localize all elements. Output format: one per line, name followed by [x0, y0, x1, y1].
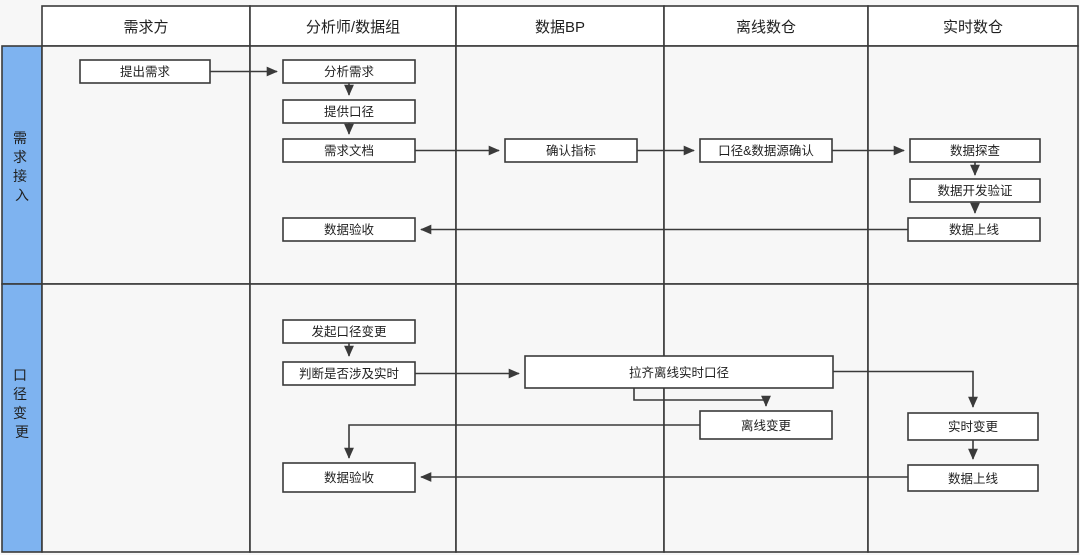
node-n9[interactable]: 数据上线: [907, 217, 1041, 242]
node-box[interactable]: [909, 138, 1041, 163]
node-label: 发起口径变更: [311, 324, 387, 339]
node-label: 判断是否涉及实时: [299, 366, 400, 381]
node-label: 需求文档: [324, 143, 374, 158]
node-box[interactable]: [282, 59, 416, 84]
node-box[interactable]: [909, 178, 1041, 203]
node-box[interactable]: [282, 361, 416, 386]
edge-n14-n17: [344, 424, 700, 459]
node-label: 拉齐离线实时口径: [629, 365, 729, 380]
phase-label-intake: 需 求 接 入: [13, 130, 31, 203]
node-n3[interactable]: 提供口径: [282, 99, 416, 124]
node-box[interactable]: [907, 412, 1039, 441]
phase-column: 需 求 接 入 口 径 变 更: [1, 45, 43, 553]
node-n16[interactable]: 数据上线: [907, 464, 1039, 492]
node-n6[interactable]: 口径&数据源确认: [699, 138, 833, 163]
lane-body-offline-intake: [663, 45, 869, 285]
node-label: 提出需求: [120, 64, 171, 79]
node-n17[interactable]: 数据验收: [282, 462, 416, 493]
node-label: 分析需求: [324, 65, 375, 79]
node-label: 实时变更: [948, 419, 999, 434]
node-box[interactable]: [79, 59, 211, 84]
node-box[interactable]: [282, 217, 416, 242]
lane-header-analyst: [249, 5, 457, 47]
node-label: 提供口径: [324, 104, 374, 119]
node-label: 确认指标: [546, 143, 596, 158]
node-box[interactable]: [282, 462, 416, 493]
connectors-intake: [210, 66, 980, 235]
node-box[interactable]: [907, 464, 1039, 492]
lane-body-bp-change: [455, 283, 665, 553]
lane-body-requester-change: [41, 283, 251, 553]
node-n11[interactable]: 发起口径变更: [282, 319, 416, 344]
node-label: 数据上线: [948, 471, 999, 486]
node-box[interactable]: [504, 138, 638, 163]
node-label: 数据验收: [324, 222, 375, 237]
node-box[interactable]: [907, 217, 1041, 242]
node-n7[interactable]: 数据探查: [909, 138, 1041, 163]
edge-n13-n14: [633, 388, 771, 407]
phase-label-change: 口 径 变 更: [13, 367, 31, 440]
phase-band-change: [1, 283, 43, 553]
node-box[interactable]: [282, 138, 416, 163]
phase-band-intake: [1, 45, 43, 285]
node-n12[interactable]: 判断是否涉及实时: [282, 361, 416, 386]
lane-header-requester: [41, 5, 251, 47]
lane-header-label-bp: 数据BP: [535, 19, 585, 36]
node-n8[interactable]: 数据开发验证: [909, 178, 1041, 203]
node-n4[interactable]: 需求文档: [282, 138, 416, 163]
lane-body-requester-intake: [41, 45, 251, 285]
node-n1[interactable]: 提出需求: [79, 59, 211, 84]
node-label: 数据探查: [950, 143, 1001, 158]
node-box[interactable]: [282, 99, 416, 124]
node-label: 离线变更: [741, 418, 792, 433]
node-box[interactable]: [699, 410, 833, 440]
lane-header-label-requester: 需求方: [123, 19, 168, 36]
node-n13[interactable]: 拉齐离线实时口径: [524, 355, 834, 389]
lane-header-label-realtime: 实时数仓: [943, 19, 1003, 36]
node-n2[interactable]: 分析需求: [282, 59, 416, 84]
lane-header-row: 需求方 分析师/数据组 数据BP 离线数仓 实时数仓: [41, 5, 1079, 47]
lane-header-label-offline: 离线数仓: [736, 19, 796, 36]
node-label: 数据上线: [949, 222, 1000, 237]
edge-n13-n15: [833, 370, 978, 408]
node-box[interactable]: [282, 319, 416, 344]
nodes-intake: 提出需求 分析需求 提供口径 需求文档 确认指标 口径&数据源确认: [79, 59, 1041, 242]
node-label: 数据验收: [324, 470, 375, 485]
lane-body-realtime-intake: [867, 45, 1079, 285]
node-n5[interactable]: 确认指标: [504, 138, 638, 163]
nodes-change: 发起口径变更 判断是否涉及实时 拉齐离线实时口径 离线变更 实时变更 数据上线: [282, 319, 1039, 493]
node-n10[interactable]: 数据验收: [282, 217, 416, 242]
node-box[interactable]: [524, 355, 834, 389]
node-n15[interactable]: 实时变更: [907, 412, 1039, 441]
connectors-change: [344, 343, 978, 482]
node-n14[interactable]: 离线变更: [699, 410, 833, 440]
lane-body-bp-intake: [455, 45, 665, 285]
node-box[interactable]: [699, 138, 833, 163]
node-label: 数据开发验证: [937, 183, 1013, 198]
node-label: 口径&数据源确认: [718, 143, 814, 158]
lane-header-label-analyst: 分析师/数据组: [306, 19, 400, 36]
